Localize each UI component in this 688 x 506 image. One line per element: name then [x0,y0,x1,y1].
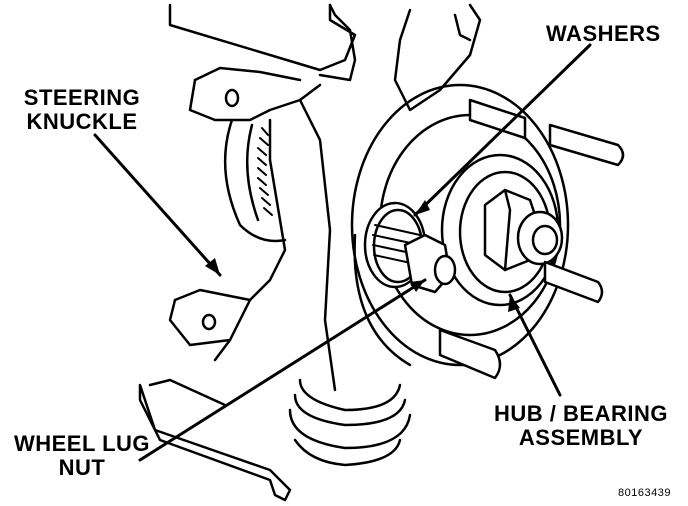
label-wheel-lug-nut-line2: NUT [58,455,106,480]
leader-hub-bearing [508,293,562,397]
leader-lines [93,43,592,462]
lower-bearing [288,378,412,467]
leader-wheel-lug-nut [138,278,427,462]
label-steering-knuckle: STEERING KNUCKLE [16,86,148,134]
label-hub-bearing-assembly: HUB / BEARING ASSEMBLY [486,402,676,450]
tone-ring [223,118,287,243]
leader-steering-knuckle [93,133,222,277]
label-steering-knuckle-line2: KNUCKLE [26,109,138,134]
arm-hole [224,88,240,108]
label-wheel-lug-nut-line1: WHEEL LUG [13,431,151,456]
label-wheel-lug-nut: WHEEL LUG NUT [4,432,160,480]
label-hub-bearing-line2: ASSEMBLY [518,425,644,450]
washer-stack [363,201,457,294]
wheel-studs [438,98,625,380]
leader-arrowheads [205,200,520,312]
label-steering-knuckle-line1: STEERING [23,85,141,110]
figure-code: 80163439 [618,487,671,499]
hub-center-nut [483,188,564,272]
lower-arm-hole [201,313,217,331]
label-washers: WASHERS [546,21,661,46]
leader-washers [413,43,592,217]
steering-knuckle-body [138,3,482,502]
label-hub-bearing-line1: HUB / BEARING [494,401,668,426]
